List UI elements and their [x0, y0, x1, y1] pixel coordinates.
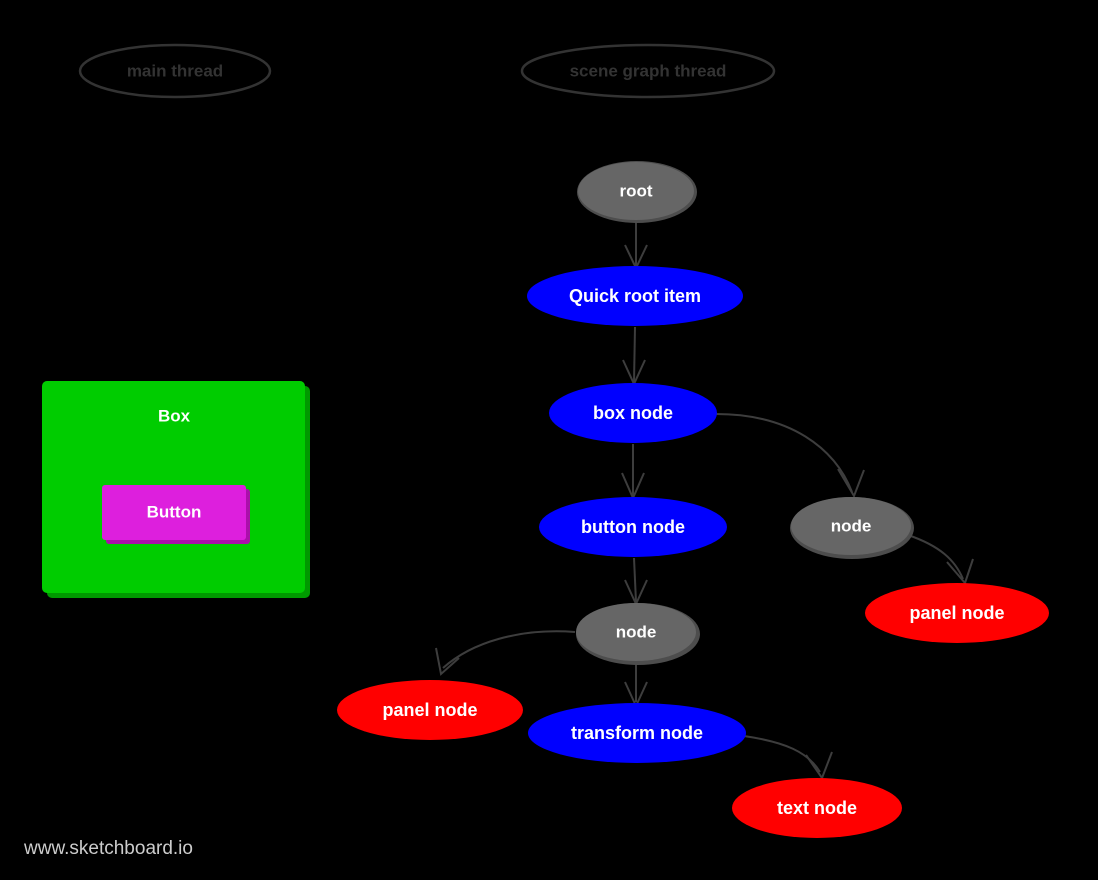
edge-button-node-to-node-center — [624, 557, 648, 607]
node-root-label: root — [619, 181, 652, 200]
scene-graph-thread-ellipse[interactable] — [520, 43, 776, 99]
node-text-node-label: text node — [777, 798, 857, 818]
node-button-node-label: button node — [581, 517, 685, 537]
node-quick-root-item[interactable]: Quick root item — [527, 266, 743, 326]
node-layer: root Quick root item box node node — [337, 161, 1049, 838]
button-widget-label: Button — [147, 502, 202, 521]
node-node-center[interactable]: node — [576, 603, 700, 665]
node-node-center-label: node — [616, 622, 657, 641]
node-root-body[interactable] — [578, 162, 694, 220]
edge-node-center-to-transform-node — [624, 664, 648, 709]
node-box-node-body[interactable] — [549, 383, 717, 443]
main-thread-label: main thread — [127, 61, 223, 80]
edge-layer — [435, 222, 974, 781]
box-widget-label: Box — [158, 406, 191, 425]
node-node-right-body[interactable] — [791, 497, 911, 555]
edge-box-node-to-button-node — [621, 444, 645, 501]
edge-node-center-to-panel-node-left — [435, 630, 576, 676]
node-transform-node-label: transform node — [571, 723, 703, 743]
node-panel-node-right-label: panel node — [909, 603, 1004, 623]
button-widget[interactable]: Button — [102, 485, 250, 544]
edge-box-node-to-node-right — [715, 413, 865, 499]
node-box-node-label: box node — [593, 403, 673, 423]
node-transform-node-body[interactable] — [528, 703, 746, 763]
scene-graph-thread-label: scene graph thread — [570, 61, 727, 80]
node-button-node-body[interactable] — [539, 497, 727, 557]
node-text-node-body[interactable] — [732, 778, 902, 838]
node-quick-root-item-body[interactable] — [527, 266, 743, 326]
edge-transform-node-to-text-node — [743, 735, 833, 781]
watermark-text: www.sketchboard.io — [23, 838, 193, 859]
node-root[interactable]: root — [577, 161, 697, 223]
node-quick-root-item-label: Quick root item — [569, 286, 701, 306]
node-button-node[interactable]: button node — [539, 497, 727, 557]
swimlane-main-thread[interactable]: main thread — [78, 43, 272, 99]
node-node-center-body[interactable] — [576, 603, 696, 661]
node-text-node[interactable]: text node — [732, 778, 902, 838]
node-box-node[interactable]: box node — [549, 383, 717, 443]
box-widget[interactable]: Box Button — [42, 381, 310, 598]
edge-quick-root-item-to-box-node — [622, 326, 646, 387]
node-panel-node-right-body[interactable] — [865, 583, 1049, 643]
edge-node-right-to-panel-node-right — [907, 534, 974, 585]
node-panel-node-left[interactable]: panel node — [337, 680, 523, 740]
swimlane-scene-graph-thread[interactable]: scene graph thread — [520, 43, 776, 99]
node-panel-node-left-body[interactable] — [337, 680, 523, 740]
node-node-right[interactable]: node — [790, 497, 914, 559]
node-panel-node-right[interactable]: panel node — [865, 583, 1049, 643]
node-panel-node-left-label: panel node — [382, 700, 477, 720]
edge-root-to-quick-root-item — [624, 222, 648, 271]
button-widget-body[interactable] — [102, 485, 246, 540]
node-transform-node[interactable]: transform node — [528, 703, 746, 763]
main-thread-ellipse[interactable] — [78, 43, 272, 99]
node-node-right-label: node — [831, 516, 872, 535]
